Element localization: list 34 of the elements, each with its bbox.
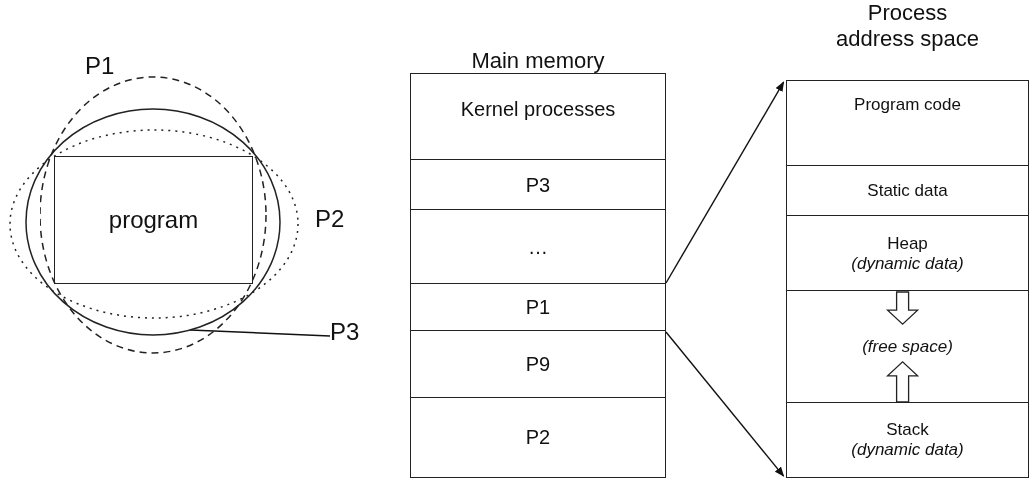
region-label: Kernel processes (460, 98, 616, 121)
column-heading: Process address space (834, 0, 981, 53)
region-label: Heap (887, 233, 928, 254)
column-heading: Main memory (470, 48, 606, 74)
region-label: (free space) (862, 337, 953, 357)
memory-region (786, 165, 1029, 217)
region-label: P3 (525, 173, 551, 197)
region-label: (dynamic data) (851, 253, 964, 274)
program-box: program (54, 156, 253, 284)
arrow (665, 81, 785, 284)
memory-region (410, 283, 666, 332)
memory-region (410, 397, 666, 478)
region-label: … (528, 235, 548, 259)
region-label: P9 (525, 353, 551, 376)
block-arrow (885, 291, 920, 326)
region-label: Stack (886, 420, 929, 440)
memory-region (410, 159, 666, 211)
region-label: Program code (854, 95, 961, 115)
process-label: P2 (315, 205, 345, 233)
memory-region (410, 209, 666, 285)
process-label: P1 (85, 52, 115, 80)
memory-region (786, 402, 1029, 478)
region-label: (dynamic data) (851, 440, 964, 460)
memory-region (786, 290, 1029, 404)
memory-region (786, 215, 1029, 292)
memory-region (410, 73, 666, 161)
arrow (665, 331, 785, 477)
region-label: P1 (525, 296, 551, 319)
process-label: P3 (330, 318, 370, 348)
block-arrow (885, 360, 920, 403)
memory-region (786, 80, 1029, 167)
memory-region (410, 330, 666, 399)
region-label: Static data (867, 181, 948, 201)
region-label: P2 (525, 426, 551, 449)
